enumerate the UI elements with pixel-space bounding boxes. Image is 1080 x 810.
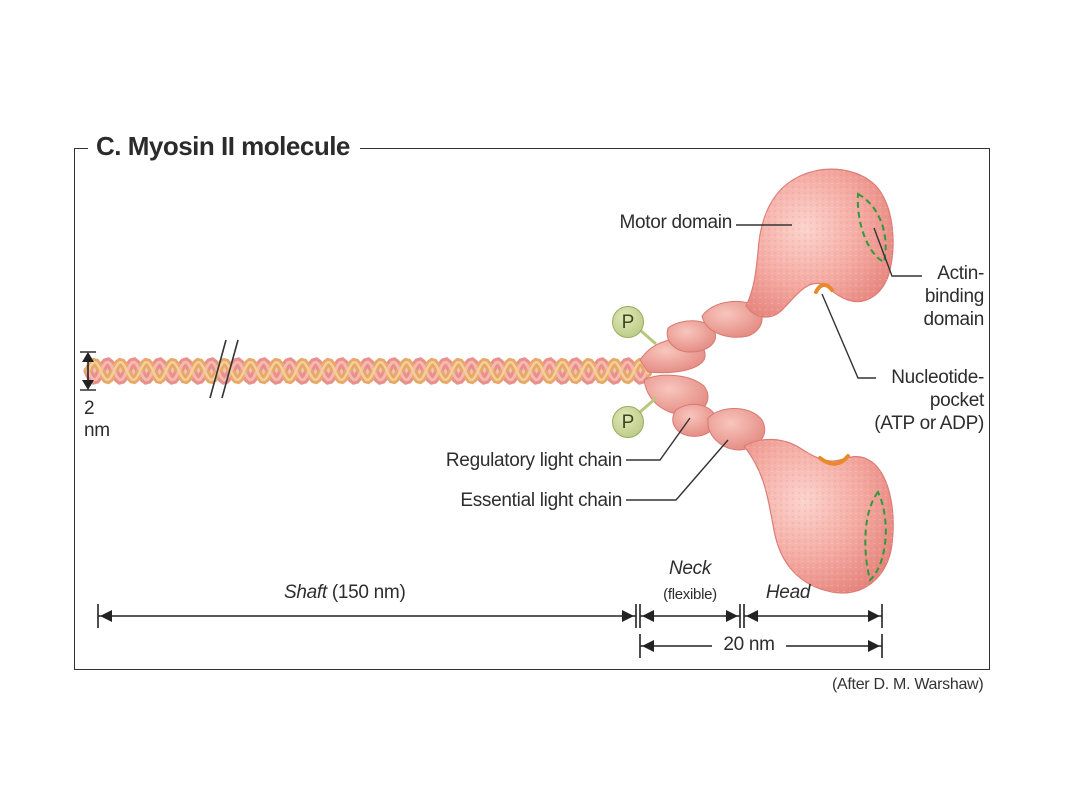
credit-line: (After D. M. Warshaw) (832, 676, 984, 693)
head-label: Head (765, 582, 811, 603)
coil-strand (86, 360, 650, 382)
phosphate-badge: P (612, 306, 644, 338)
shaft-label: Shaft (150 nm) (284, 582, 406, 604)
neck-label: Neck (668, 558, 712, 579)
break-mark (209, 339, 227, 399)
shaft-word: Shaft (284, 582, 327, 603)
diameter-unit: nm (84, 420, 110, 441)
nucleotide-pocket (814, 283, 834, 294)
coil-strand (86, 360, 650, 382)
phosphate-connector (639, 396, 657, 414)
coiled-coil-shaft (80, 339, 653, 399)
upper-neck (639, 300, 763, 374)
actin-binding-label-1: Actin- (937, 263, 984, 284)
essential-light-chain-label: Essential light chain (460, 490, 622, 511)
phosphate-connector (639, 328, 657, 346)
diameter-value: 2 (84, 398, 95, 419)
lower-neck (643, 374, 766, 451)
neck-note: (flexible) (663, 586, 717, 603)
figure-title: C. Myosin II molecule (88, 128, 360, 164)
nucleotide-label-2: pocket (929, 390, 984, 411)
head-neck-span-label: 20 nm (723, 634, 775, 655)
shaft-length: (150 nm) (331, 582, 406, 603)
actin-binding-label-3: domain (923, 309, 984, 330)
actin-binding-site (864, 490, 887, 582)
nucleotide-label-1: Nucleotide- (891, 367, 984, 388)
phosphate-badge: P (612, 406, 644, 438)
figure-frame (74, 148, 990, 670)
actin-binding-site (856, 192, 887, 264)
nucleotide-pocket (818, 454, 850, 466)
lower-motor-head (743, 438, 894, 594)
actin-binding-label-2: binding (924, 286, 984, 307)
motor-domain-label: Motor domain (619, 212, 732, 233)
regulatory-light-chain-label: Regulatory light chain (445, 450, 622, 471)
upper-motor-head (745, 168, 894, 318)
leader-lines (626, 224, 922, 501)
nucleotide-label-3: (ATP or ADP) (874, 413, 984, 434)
dimension-arrowheads (100, 610, 880, 652)
break-mark (221, 339, 239, 399)
